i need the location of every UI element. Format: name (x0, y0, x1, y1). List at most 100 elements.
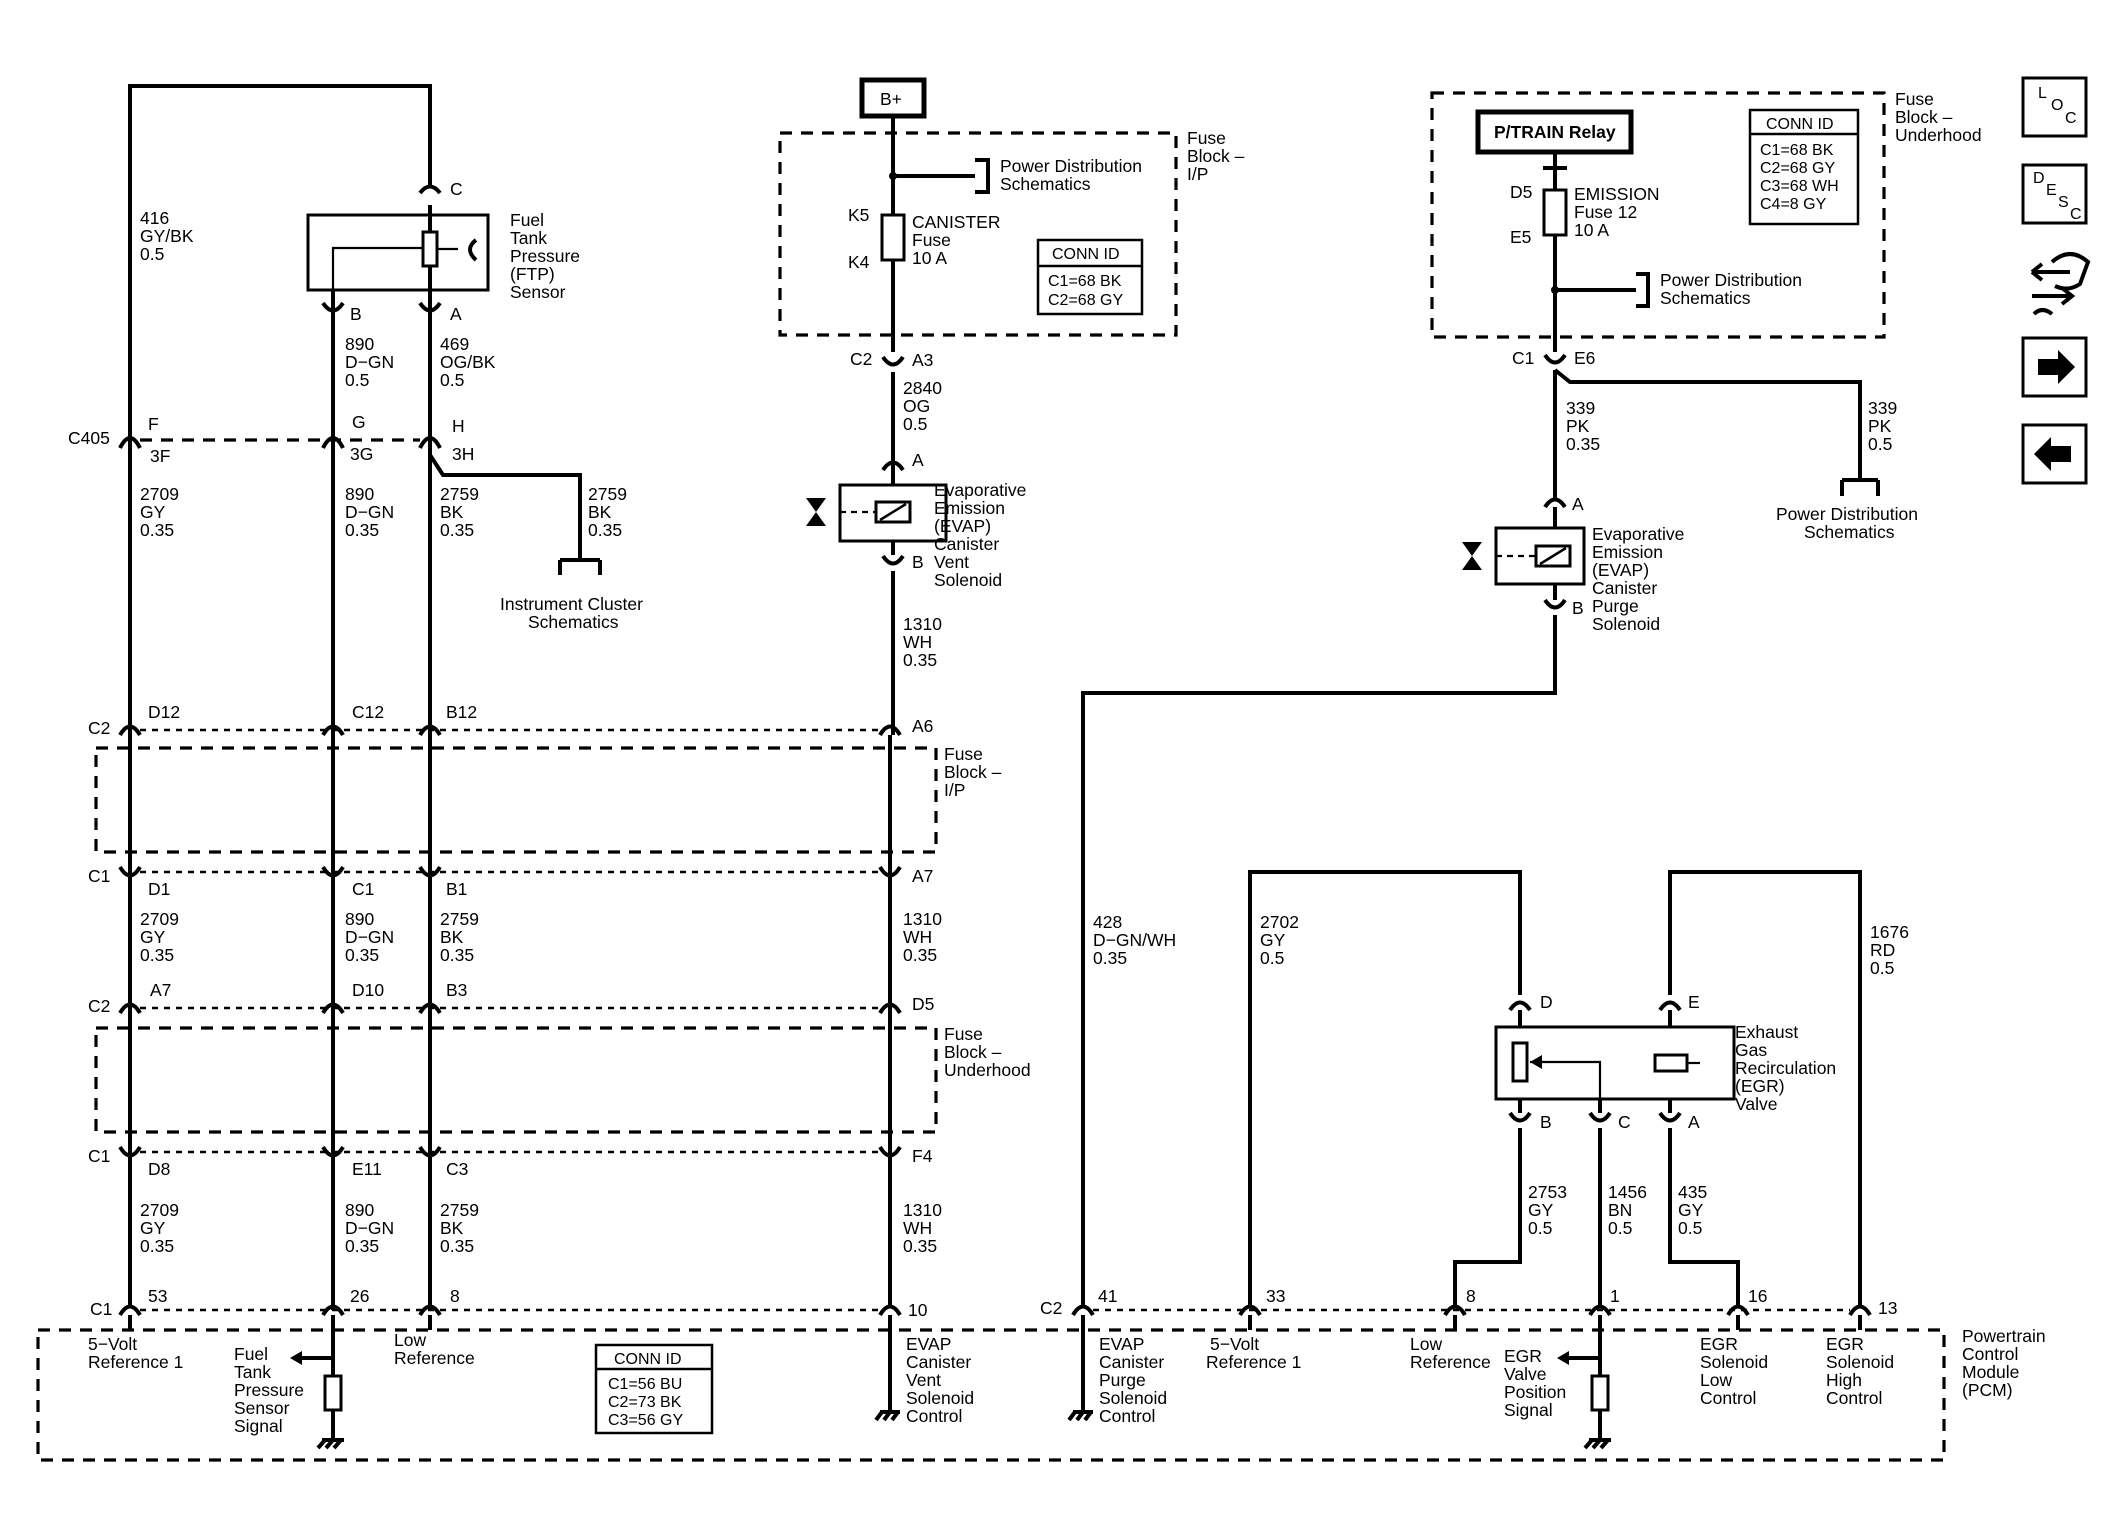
svg-text:890: 890 (345, 1200, 374, 1220)
svg-text:(FTP): (FTP) (510, 264, 555, 284)
svg-text:CONN ID: CONN ID (1766, 116, 1834, 133)
next-page-button[interactable] (2021, 336, 2088, 398)
svg-text:Valve: Valve (1504, 1364, 1546, 1384)
pcm-c2-connector: C2 41 33 8 1 16 13 (1040, 1286, 1897, 1318)
svg-text:Reference: Reference (394, 1348, 475, 1368)
svg-text:Schematics: Schematics (1000, 174, 1091, 194)
fuse-block-underhood-top: Fuse Block – Underhood P/TRAIN Relay D5 … (1430, 89, 1982, 352)
svg-text:GY: GY (140, 1218, 166, 1238)
svg-text:BK: BK (440, 502, 464, 522)
svg-text:Vent: Vent (934, 552, 969, 572)
evap-vent-solenoid: A B Evaporative Emission (EVAP) Canister… (806, 450, 1026, 1256)
svg-text:D−GN: D−GN (345, 502, 394, 522)
svg-text:PK: PK (1868, 416, 1892, 436)
svg-text:D−GN: D−GN (345, 927, 394, 947)
ftp-sensor-label: Fuel Tank Pressure (FTP) Sensor (510, 210, 580, 302)
svg-text:0.35: 0.35 (345, 520, 379, 540)
svg-text:D12: D12 (148, 702, 180, 722)
svg-text:Control: Control (1962, 1344, 2018, 1364)
svg-text:3F: 3F (150, 446, 170, 466)
instrument-cluster-schematics-label: Instrument Cluster (500, 594, 643, 614)
svg-text:Schematics: Schematics (1660, 288, 1751, 308)
svg-text:Block –: Block – (944, 1042, 1002, 1062)
pcm-module: Powertrain Control Module (PCM) 5−Volt R… (36, 1315, 2046, 1462)
svg-text:C1: C1 (90, 1299, 112, 1319)
svg-text:Module: Module (1962, 1362, 2019, 1382)
loc-letter-c: C (2065, 110, 2077, 127)
svg-text:D5: D5 (1510, 182, 1532, 202)
svg-text:0.35: 0.35 (903, 945, 937, 965)
svg-text:1310: 1310 (903, 909, 942, 929)
nav-icons: L O C D E S C (2021, 76, 2091, 485)
svg-text:Underhood: Underhood (1895, 125, 1982, 145)
svg-text:Emission: Emission (1592, 542, 1663, 562)
connector-view-icon[interactable] (2030, 252, 2091, 316)
svg-text:Gas: Gas (1735, 1040, 1767, 1060)
svg-text:D1: D1 (148, 879, 170, 899)
svg-text:A6: A6 (912, 716, 933, 736)
svg-text:5−Volt: 5−Volt (1210, 1334, 1259, 1354)
svg-text:Position: Position (1504, 1382, 1566, 1402)
svg-text:2759: 2759 (440, 484, 479, 504)
svg-text:C2: C2 (88, 718, 110, 738)
loc-button[interactable]: L O C (2021, 76, 2088, 138)
svg-text:C1=68 BK: C1=68 BK (1760, 142, 1834, 159)
c1-e6-connector: C1 E6 339 PK 0.35 339 PK 0.5 Power Distr… (1512, 348, 1918, 542)
arrow-right-icon (2038, 350, 2075, 384)
svg-text:8: 8 (450, 1286, 460, 1306)
svg-text:C4=8 GY: C4=8 GY (1760, 196, 1827, 213)
svg-text:B: B (912, 552, 924, 572)
svg-text:E6: E6 (1574, 348, 1595, 368)
svg-text:2759: 2759 (440, 1200, 479, 1220)
desc-letter-c: C (2070, 206, 2082, 223)
svg-text:EGR: EGR (1826, 1334, 1864, 1354)
svg-text:Low: Low (1410, 1334, 1442, 1354)
svg-text:D−GN: D−GN (345, 352, 394, 372)
svg-text:A3: A3 (912, 350, 933, 370)
svg-text:Exhaust: Exhaust (1735, 1022, 1798, 1042)
svg-text:D10: D10 (352, 980, 384, 1000)
svg-text:F: F (148, 414, 159, 434)
svg-text:1310: 1310 (903, 614, 942, 634)
desc-letter-e: E (2046, 182, 2057, 199)
desc-button[interactable]: D E S C (2021, 163, 2088, 225)
svg-text:1676: 1676 (1870, 922, 1909, 942)
svg-text:3G: 3G (350, 444, 373, 464)
svg-text:Signal: Signal (1504, 1400, 1553, 1420)
svg-text:0.5: 0.5 (1608, 1218, 1632, 1238)
svg-text:Reference: Reference (1410, 1352, 1491, 1372)
svg-text:Pressure: Pressure (234, 1380, 304, 1400)
svg-text:Vent: Vent (906, 1370, 941, 1390)
svg-text:0.5: 0.5 (1678, 1218, 1702, 1238)
svg-text:0.35: 0.35 (588, 520, 622, 540)
svg-text:GY: GY (1260, 930, 1286, 950)
svg-text:C12: C12 (352, 702, 384, 722)
fuse-block-ip-mid: Fuse Block – I/P (94, 744, 1002, 854)
svg-text:Control: Control (1700, 1388, 1756, 1408)
svg-text:1456: 1456 (1608, 1182, 1647, 1202)
svg-text:C2=68 GY: C2=68 GY (1048, 292, 1123, 309)
evap-purge-solenoid: A B Evaporative Emission (EVAP) Canister… (1081, 494, 1684, 1308)
svg-text:GY: GY (1678, 1200, 1704, 1220)
svg-text:D−GN/WH: D−GN/WH (1093, 930, 1176, 950)
svg-text:EGR: EGR (1700, 1334, 1738, 1354)
svg-text:Purge: Purge (1099, 1370, 1146, 1390)
svg-text:Block –: Block – (1187, 146, 1245, 166)
svg-text:B1: B1 (446, 879, 467, 899)
svg-text:Sensor: Sensor (234, 1398, 290, 1418)
prev-page-button[interactable] (2021, 423, 2088, 485)
svg-text:Low: Low (394, 1330, 426, 1350)
svg-text:(PCM): (PCM) (1962, 1380, 2013, 1400)
conn-id-table-pcm: CONN ID C1=56 BU C2=73 BK C3=56 GY (594, 1343, 714, 1435)
svg-text:D8: D8 (148, 1159, 170, 1179)
svg-text:D5: D5 (912, 994, 934, 1014)
svg-text:Valve: Valve (1735, 1094, 1777, 1114)
svg-text:G: G (352, 412, 366, 432)
svg-text:0.5: 0.5 (1870, 958, 1894, 978)
svg-text:435: 435 (1678, 1182, 1707, 1202)
svg-text:High: High (1826, 1370, 1862, 1390)
svg-text:2709: 2709 (140, 909, 179, 929)
svg-text:C: C (1618, 1112, 1631, 1132)
svg-text:WH: WH (903, 632, 932, 652)
svg-text:OG: OG (903, 396, 930, 416)
